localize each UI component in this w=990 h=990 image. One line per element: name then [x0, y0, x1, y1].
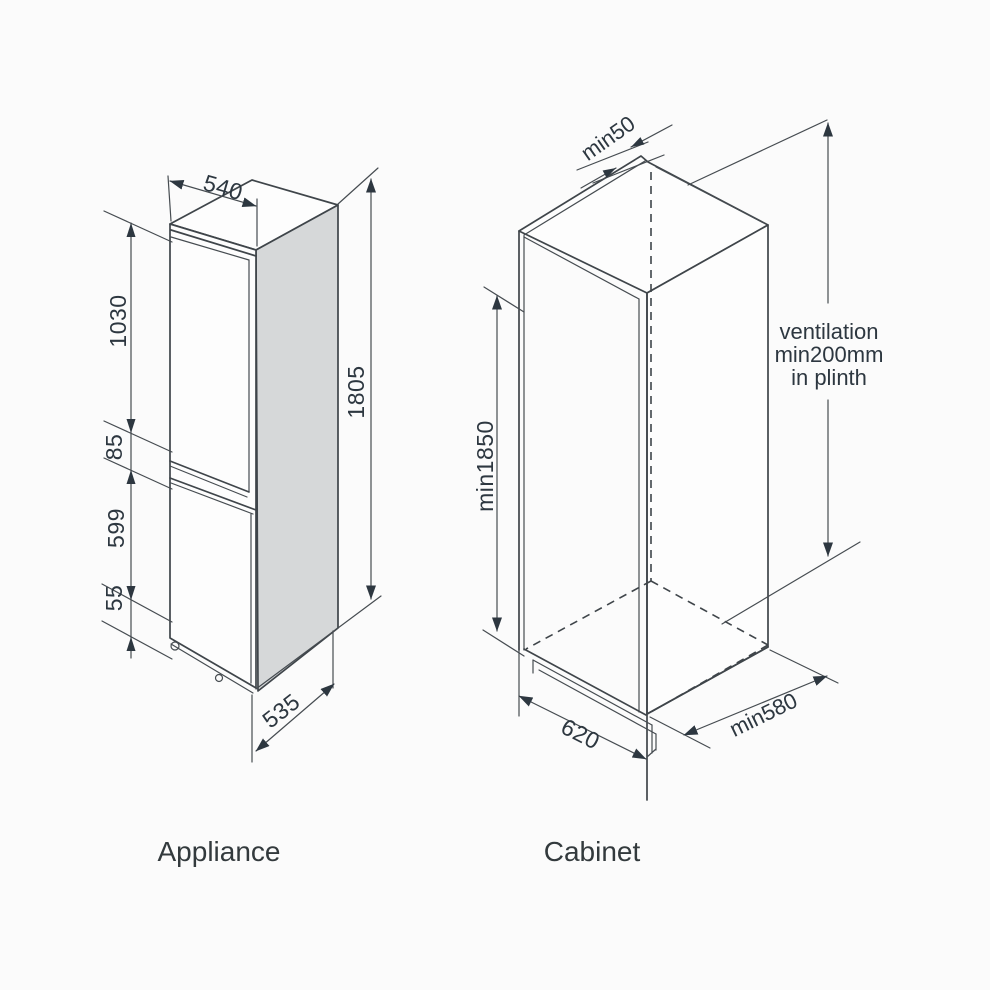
cabinet-plinth-right-cap	[646, 724, 657, 758]
appliance-rear-foot	[214, 673, 224, 683]
cabinet-wall-line	[655, 166, 765, 224]
cabinet-ventilation-dim: ventilation min200mm in plinth	[687, 119, 884, 625]
appliance-label: Appliance	[158, 836, 281, 867]
ext-line	[255, 595, 382, 690]
cabinet-dim-niche-width: 620	[557, 713, 604, 754]
appliance-upper-door-bottom	[169, 460, 250, 493]
arrow-up-icon	[126, 470, 136, 484]
ext-line	[482, 629, 525, 657]
leader-line	[721, 541, 861, 625]
appliance-dim-total-height: 1805	[343, 365, 369, 418]
ext-line	[337, 167, 379, 205]
cabinet-dim-niche-height: min1850	[472, 420, 498, 512]
cabinet-right-panel	[646, 224, 769, 715]
appliance-drawing: 540 1030 85 599 55	[101, 167, 382, 867]
appliance-upper-door-bottom-inner	[169, 465, 248, 498]
appliance-dim-depth: 535	[257, 688, 304, 733]
ext-line	[576, 141, 649, 171]
dim-line	[683, 675, 828, 736]
ventilation-note-line3: in plinth	[791, 365, 867, 390]
ext-line	[592, 154, 665, 184]
cabinet-dim-niche-depth: min580	[725, 688, 801, 742]
cabinet-top-rear-edge-inner	[523, 160, 646, 236]
ext-line	[103, 420, 173, 453]
dim-line	[518, 695, 647, 760]
ext-line	[101, 620, 173, 660]
appliance-dim-upper-door: 1030	[105, 294, 131, 347]
appliance-lid-edge	[170, 229, 257, 257]
ventilation-note-line1: ventilation	[779, 319, 878, 344]
appliance-door-top-edge	[170, 236, 250, 493]
arrow-up-icon	[126, 637, 136, 651]
cabinet-drawing: min50 min1850 620 min580 ven	[472, 111, 883, 867]
cabinet-hidden-ground-left	[525, 580, 652, 650]
appliance-lower-door-top	[169, 477, 257, 511]
appliance-front-face	[169, 223, 257, 689]
cabinet-plinth-top	[532, 659, 653, 726]
appliance-dim-1805: 1805	[255, 167, 382, 690]
appliance-lower-door-top-inner	[170, 482, 254, 515]
appliance-dim-top-width: 540	[200, 169, 245, 205]
ext-line	[103, 457, 173, 490]
dim-line	[169, 179, 257, 208]
ventilation-note-line2: min200mm	[775, 342, 884, 367]
cabinet-floor-front-edge	[523, 648, 647, 716]
cabinet-label: Cabinet	[544, 836, 641, 867]
arrow-up-icon	[126, 223, 136, 237]
ext-line	[483, 286, 525, 313]
appliance-front-foot	[170, 641, 180, 651]
appliance-left-chain-dims: 1030 85 599 55	[101, 210, 173, 660]
appliance-side-panel	[255, 204, 339, 692]
cabinet-hidden-ground-front	[650, 644, 769, 713]
ext-line	[649, 716, 711, 749]
appliance-plinth-line	[170, 643, 254, 694]
ext-line	[103, 210, 173, 243]
cabinet-top-front-edge-inner	[523, 236, 640, 300]
appliance-dim-door-gap: 85	[101, 434, 127, 461]
arrow-down-icon	[126, 419, 136, 433]
appliance-dim-lower-door: 599	[103, 508, 129, 548]
ext-line	[167, 175, 172, 222]
cabinet-dim-min1850: min1850	[472, 286, 525, 657]
arrow-down-left-icon	[631, 137, 645, 147]
ext-line	[769, 649, 839, 684]
dim-line	[255, 683, 335, 752]
arrow-down-icon	[126, 586, 136, 600]
appliance-dim-plinth: 55	[101, 585, 127, 612]
arrow-up-right-icon	[602, 168, 616, 178]
ext-line	[101, 583, 173, 623]
leader-line	[687, 119, 828, 186]
